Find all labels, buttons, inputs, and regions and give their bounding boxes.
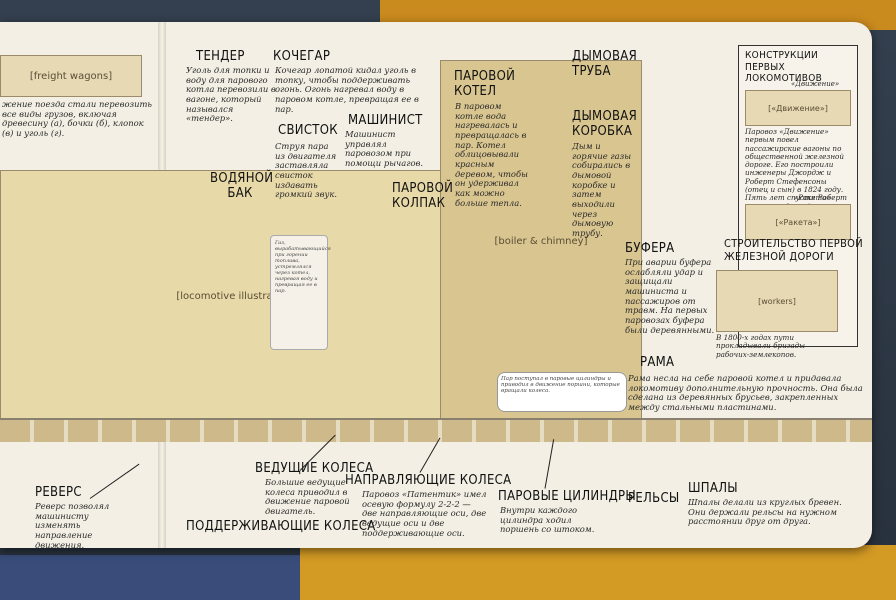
sleepers-text: Шпалы делали из круглых бревен. Они держ… xyxy=(688,497,842,527)
rocket-illustration: [«Ракета»] xyxy=(745,204,851,240)
driver-text: Машинист управлял паровозом при помощи р… xyxy=(345,129,424,168)
cylinders-text: Внутри каждого цилиндра ходил поршень со… xyxy=(500,505,595,535)
railway-sleepers xyxy=(0,420,872,442)
frame-title: РАМА xyxy=(640,355,675,370)
smokebox-title: ДЫМОВАЯ КОРОБКА xyxy=(572,109,638,139)
sidebar-title: КОНСТРУКЦИИ ПЕРВЫХ ЛОКОМОТИВОВ xyxy=(745,50,823,84)
whistle-text: Струя пара из двигателя заставляла свист… xyxy=(275,141,337,200)
boiler-title: ПАРОВОЙ КОТЕЛ xyxy=(454,69,516,99)
locomotive-illustration: [locomotive illustration] xyxy=(0,170,472,422)
leading-wheels-title: НАПРАВЛЯЮЩИЕ КОЛЕСА xyxy=(345,473,512,488)
railway-construction-text: В 1800-х годах пути прокладывали бригады… xyxy=(716,333,806,359)
stoker-text: Кочегар лопатой кидал уголь в топку, что… xyxy=(275,65,419,114)
rail-line xyxy=(0,418,872,421)
reverser-text: Реверс позволял машинисту изменять напра… xyxy=(35,501,110,550)
smokebox-text: Дым и горячие газы собирались в дымовой … xyxy=(572,141,632,238)
flap-small[interactable]: Газ, вырабатывающийся при горении топлив… xyxy=(270,235,331,350)
tender-title: ТЕНДЕР xyxy=(196,49,245,64)
background-illustration-left xyxy=(0,555,300,600)
driving-wheels-title: ВЕДУЩИЕ КОЛЕСА xyxy=(255,461,374,476)
background-illustration-bottom xyxy=(300,545,896,600)
smokebox-illustration: [boiler & chimney] xyxy=(440,60,642,422)
rails-title: РЕЛЬСЫ xyxy=(628,491,680,506)
leading-wheels-text: Паровоз «Патентик» имел осевую формулу 2… xyxy=(362,489,487,538)
frame-text: Рама несла на себе паровой котел и прида… xyxy=(628,373,863,412)
whistle-title: СВИСТОК xyxy=(278,123,338,138)
railway-construction-title: СТРОИТЕЛЬСТВО ПЕРВОЙ ЖЕЛЕЗНОЙ ДОРОГИ xyxy=(724,237,863,263)
buffers-title: БУФЕРА xyxy=(625,241,675,256)
buffers-text: При аварии буфера ослабляли удар и защищ… xyxy=(625,257,715,335)
driver-title: МАШИНИСТ xyxy=(348,113,423,128)
water-tank-title: ВОДЯНОЙ БАК xyxy=(210,171,274,201)
freight-wagons-illustration: [freight wagons] xyxy=(0,55,142,97)
boiler-text: В паровом котле вода нагревалась и превр… xyxy=(455,101,528,208)
sidebar-caption2: «Ракета» xyxy=(794,194,831,202)
workers-illustration: [workers] xyxy=(716,270,838,332)
stoker-title: КОЧЕГАР xyxy=(273,49,331,64)
chimney-title: ДЫМОВАЯ ТРУБА xyxy=(572,49,638,79)
driving-wheels-text: Большие ведущие колеса приводил в движен… xyxy=(265,477,350,516)
cylinders-title: ПАРОВЫЕ ЦИЛИНДРЫ xyxy=(498,489,636,504)
steam-dome-title: ПАРОВОЙ КОЛПАК xyxy=(392,181,454,211)
tender-text: Уголь для топки и воду для парового котл… xyxy=(186,65,276,124)
sidebar-caption1: «Движение» xyxy=(791,80,840,88)
sleepers-title: ШПАЛЫ xyxy=(688,481,738,496)
flap-big[interactable]: Пар поступал в паровые цилиндры и привод… xyxy=(497,372,627,412)
reverser-title: РЕВЕРС xyxy=(35,485,82,500)
trailing-wheels-title: ПОДДЕРЖИВАЮЩИЕ КОЛЕСА xyxy=(186,519,376,534)
locomotion-illustration: [«Движение»] xyxy=(745,90,851,126)
cargo-text: жение поезда стали перевозить все виды г… xyxy=(2,99,152,138)
